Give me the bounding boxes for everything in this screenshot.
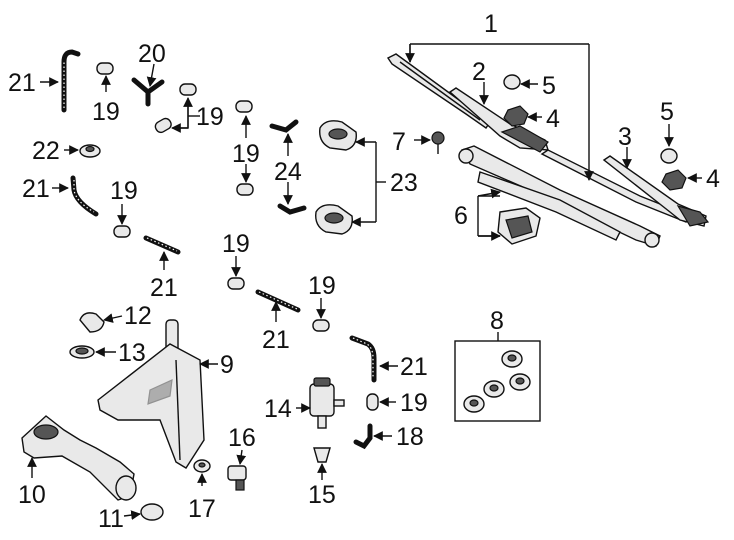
callout-5b: 5 (660, 98, 674, 126)
washer-hose-21c (143, 235, 181, 255)
elbow-connector-24b (277, 203, 307, 215)
callout-19e: 19 (222, 230, 250, 258)
callout-20: 20 (138, 40, 166, 68)
callout-23: 23 (390, 169, 418, 197)
callout-21d: 21 (262, 326, 290, 354)
mounting-bolt (431, 131, 445, 154)
washer-hose-21d (255, 289, 301, 313)
level-sensor-16 (227, 465, 247, 491)
wiper-linkage-motor (458, 145, 661, 248)
callout-7: 7 (392, 128, 406, 156)
hose-connector-19g (227, 277, 245, 290)
washer-pump (309, 377, 345, 429)
washer-hose-21b (70, 175, 99, 217)
callout-11: 11 (98, 505, 124, 533)
leader-lines (27, 43, 702, 520)
callout-5a: 5 (542, 72, 556, 100)
callout-19c: 19 (232, 140, 260, 168)
seal-12 (79, 312, 105, 333)
hose-connector-19f (113, 225, 131, 238)
sensor-grommet-17 (193, 459, 211, 473)
callout-9: 9 (220, 351, 234, 379)
callout-19d: 19 (110, 177, 138, 205)
grommet-22 (79, 144, 101, 158)
callout-21e: 21 (400, 353, 428, 381)
callout-19g: 19 (400, 389, 428, 417)
callout-19f: 19 (308, 272, 336, 300)
callout-labels: 1 2 5 4 3 5 4 7 6 8 21 19 20 19 22 19 24… (8, 10, 720, 533)
elbow-connector-24a (269, 119, 299, 133)
wiper-arm-right (602, 155, 710, 227)
callout-4b: 4 (706, 165, 720, 193)
hose-connector-19i (366, 393, 379, 411)
hose-connector-19a (96, 62, 114, 75)
washer-hose-21a (61, 49, 81, 113)
callout-22: 22 (32, 137, 60, 165)
filler-cap-11 (140, 503, 164, 521)
callout-21b: 21 (22, 175, 50, 203)
pivot-nut-b (661, 169, 687, 191)
callout-6: 6 (454, 202, 468, 230)
callout-21a: 21 (8, 69, 36, 97)
callout-8: 8 (490, 307, 504, 335)
pivot-nut-a (503, 105, 529, 127)
callout-4a: 4 (546, 105, 560, 133)
bushing-kit-box (454, 340, 541, 422)
hose-connector-19h (312, 319, 330, 332)
filler-neck (21, 415, 137, 501)
callout-16: 16 (228, 424, 256, 452)
hose-connector-19c (154, 117, 172, 134)
callout-17: 17 (188, 495, 216, 523)
callout-13: 13 (118, 339, 146, 367)
y-connector-20 (131, 77, 165, 107)
clamp-13 (69, 345, 95, 359)
hose-connector-19b (179, 83, 197, 96)
callout-1: 1 (484, 10, 498, 38)
pump-grommet-15 (313, 447, 331, 463)
callout-14: 14 (264, 395, 292, 423)
callout-15: 15 (308, 481, 336, 509)
callout-18: 18 (396, 423, 424, 451)
elbow-connector-18 (353, 423, 373, 450)
callout-12: 12 (124, 302, 152, 330)
pivot-cap-b (660, 148, 678, 164)
wiper-arm-left (448, 87, 549, 153)
washer-hose-21e (349, 335, 377, 383)
washer-nozzle-23b (315, 204, 353, 235)
washer-nozzle-23a (319, 120, 357, 151)
pivot-cap-a (503, 74, 521, 90)
hose-connector-19d (235, 100, 253, 113)
callout-19b: 19 (196, 103, 224, 131)
callout-21c: 21 (150, 274, 178, 302)
callout-2: 2 (472, 58, 486, 86)
washer-reservoir (97, 319, 205, 469)
callout-24: 24 (274, 158, 302, 186)
callout-19a: 19 (92, 98, 120, 126)
callout-3: 3 (618, 123, 632, 151)
callout-10: 10 (18, 481, 46, 509)
hose-connector-19e (236, 183, 254, 196)
